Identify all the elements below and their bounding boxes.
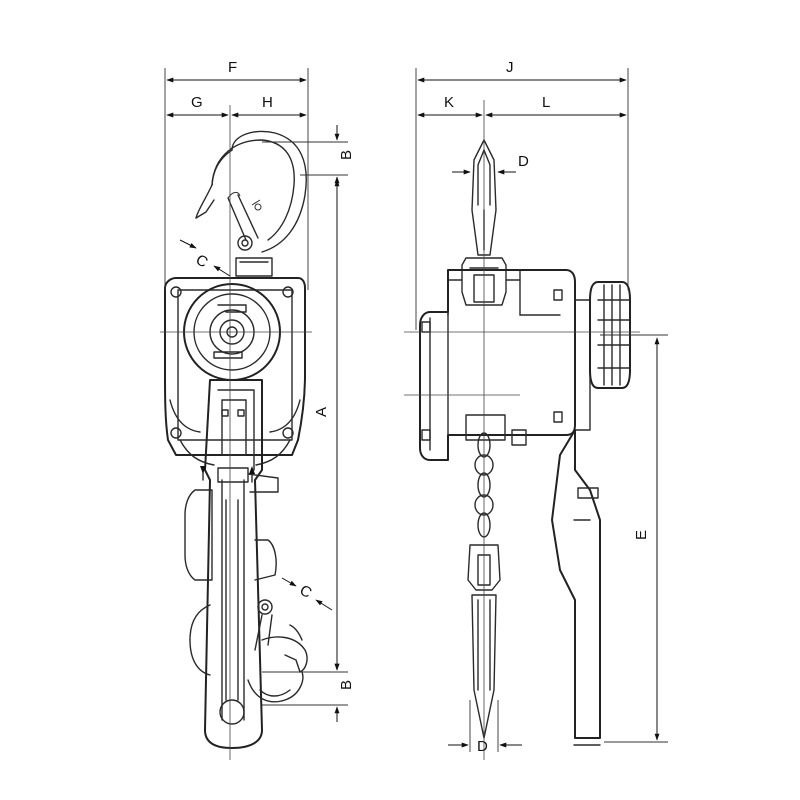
label-c-bottom: C: [297, 582, 315, 602]
side-lever-arm: [551, 429, 601, 746]
side-body-housing: [419, 269, 591, 461]
side-view: [404, 100, 640, 760]
front-bottom-hook: [247, 599, 308, 703]
label-h: H: [262, 94, 273, 111]
label-k: K: [444, 94, 454, 111]
side-bottom-hook: [467, 544, 501, 739]
label-j: J: [506, 59, 514, 76]
label-a: A: [313, 407, 330, 417]
label-d-top: D: [518, 153, 529, 170]
front-view: [160, 105, 312, 760]
front-lower-body: [184, 489, 277, 676]
dimension-lines: [164, 68, 668, 752]
label-g: G: [191, 94, 203, 111]
label-f: F: [228, 59, 237, 76]
front-top-yoke: [235, 257, 273, 277]
label-b-top: B: [338, 150, 355, 160]
label-c-top: C: [193, 251, 211, 271]
label-d-bottom: D: [477, 738, 488, 755]
front-top-hook: [195, 130, 307, 253]
front-body-housing: [164, 277, 306, 466]
label-e: E: [633, 530, 650, 540]
label-b-bottom: B: [338, 680, 355, 690]
label-l: L: [542, 94, 550, 111]
